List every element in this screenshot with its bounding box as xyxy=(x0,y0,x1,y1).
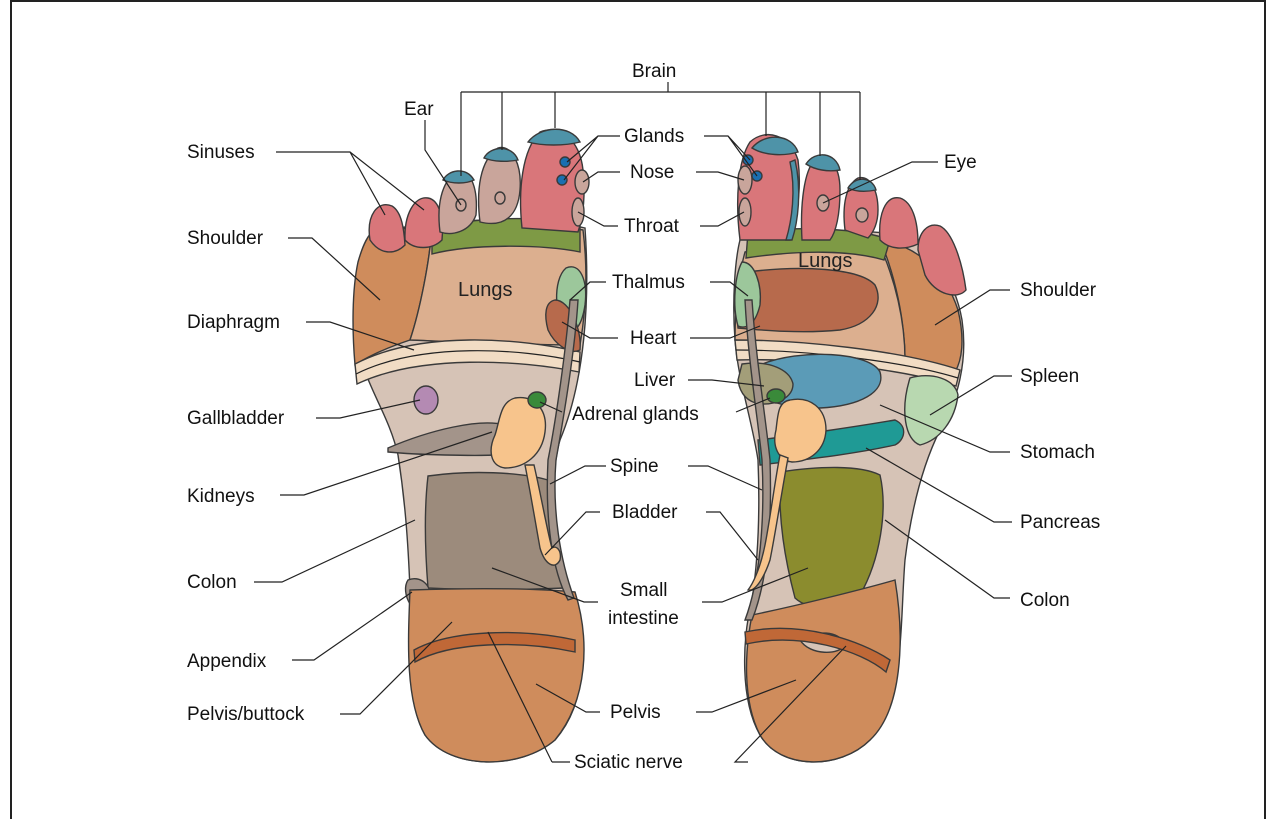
left-adrenal-zone xyxy=(528,392,546,408)
nose-label: Nose xyxy=(630,162,674,183)
gallbladder-label: Gallbladder xyxy=(187,408,285,429)
shoulder-left-label: Shoulder xyxy=(187,228,264,249)
right-throat-zone xyxy=(739,198,751,226)
thalmus-label: Thalmus xyxy=(612,272,685,293)
left-gland-dot-1 xyxy=(560,157,570,167)
right-fourth-toe xyxy=(880,198,918,248)
pelvis-buttock-label: Pelvis/buttock xyxy=(187,704,305,725)
heart-label: Heart xyxy=(630,328,677,349)
bladder-label: Bladder xyxy=(612,502,678,523)
left-big-toe-tip xyxy=(528,129,580,145)
shoulder-right-label: Shoulder xyxy=(1020,280,1097,301)
kidneys-label: Kidneys xyxy=(187,486,255,507)
pelvis-label: Pelvis xyxy=(610,702,661,723)
right-foot xyxy=(734,135,966,762)
colon-right-label: Colon xyxy=(1020,590,1070,611)
left-pelvis-zone xyxy=(409,589,584,762)
sinuses-label: Sinuses xyxy=(187,142,255,163)
right-adrenal-zone xyxy=(767,389,785,403)
appendix-label: Appendix xyxy=(187,651,267,672)
diaphragm-label: Diaphragm xyxy=(187,312,280,333)
right-lungs-label: Lungs xyxy=(798,250,853,272)
right-nose-zone xyxy=(738,166,752,194)
small-label: Small xyxy=(620,580,668,601)
right-eye-dot-2 xyxy=(856,208,868,222)
sciatic-nerve-label: Sciatic nerve xyxy=(574,752,683,773)
left-nose-zone xyxy=(575,170,589,194)
spine-label: Spine xyxy=(610,456,659,477)
pancreas-label: Pancreas xyxy=(1020,512,1100,533)
throat-label: Throat xyxy=(624,216,680,237)
left-foot xyxy=(353,129,589,762)
left-toe2-dot xyxy=(495,192,505,204)
intestine-label: intestine xyxy=(608,608,679,629)
spleen-label: Spleen xyxy=(1020,366,1079,387)
glands-label: Glands xyxy=(624,126,684,147)
left-fourth-toe xyxy=(405,198,443,248)
eye-label: Eye xyxy=(944,152,977,173)
left-second-toe-tip xyxy=(484,149,518,162)
left-third-toe-tip xyxy=(443,171,474,183)
left-pinky-toe xyxy=(369,205,405,252)
brain-label: Brain xyxy=(632,61,676,82)
adrenal-glands-label: Adrenal glands xyxy=(572,404,699,425)
left-gland-dot-2 xyxy=(557,175,567,185)
stomach-label: Stomach xyxy=(1020,442,1095,463)
ear-label: Ear xyxy=(404,99,434,120)
colon-left-label: Colon xyxy=(187,572,237,593)
liver-label: Liver xyxy=(634,370,676,391)
left-lungs-label: Lungs xyxy=(458,279,513,301)
